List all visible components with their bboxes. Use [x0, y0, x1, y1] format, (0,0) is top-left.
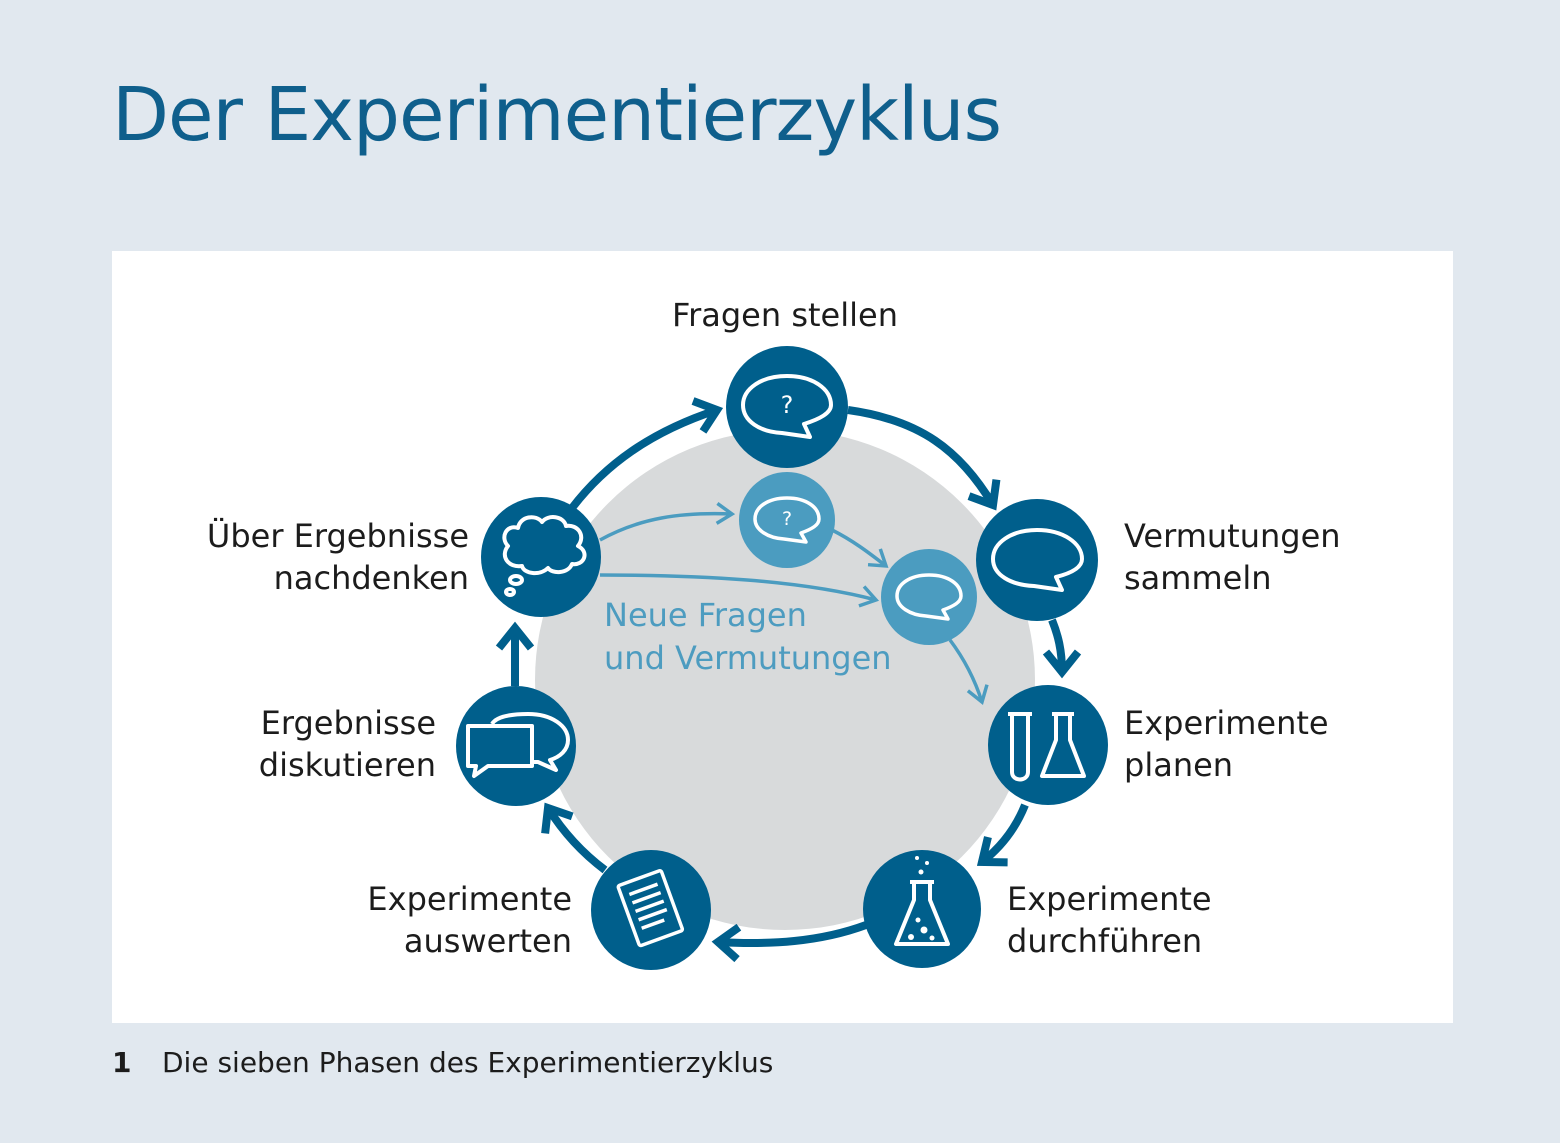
- phase-label-ergebnisse-diskutieren: Ergebnisse diskutieren: [259, 702, 436, 786]
- question-speech-bubble-icon: ?: [741, 374, 833, 439]
- arrow-5-to-6: [541, 802, 608, 874]
- inner-cycle-line1: Neue Fragen: [604, 596, 807, 634]
- phase-label-experimente-durchfuehren: Experimente durchführen: [1007, 878, 1212, 962]
- figure-caption: 1 Die sieben Phasen des Experimentierzykl…: [112, 1046, 773, 1079]
- inner-cycle-label: Neue Fragen und Vermutungen: [604, 594, 892, 680]
- phase-circle-vermutungen-sammeln: [976, 499, 1098, 621]
- phase-label-line1: Experimente: [1007, 880, 1212, 918]
- inner-arrow-assumption-to-plan: [948, 638, 989, 706]
- cycle-arrows: [495, 397, 1082, 963]
- inner-arrow-think-to-assumption: [599, 573, 880, 608]
- phase-label-line2: auswerten: [403, 922, 572, 960]
- phase-label-line2: nachdenken: [273, 559, 469, 597]
- phase-label-line2: diskutieren: [258, 746, 436, 784]
- inner-cycle-line2: und Vermutungen: [604, 639, 892, 677]
- phase-circle-ueber-ergebnisse-nachdenken: [481, 497, 601, 617]
- phase-circle-ergebnisse-diskutieren: [456, 686, 576, 806]
- phase-circle-experimente-durchfuehren: [863, 850, 981, 968]
- phase-label-vermutungen-sammeln: Vermutungen sammeln: [1124, 515, 1341, 599]
- phase-label-experimente-auswerten: Experimente auswerten: [367, 878, 572, 962]
- speech-bubble-icon: [991, 528, 1084, 592]
- two-speech-bubbles-icon: [466, 712, 570, 778]
- phase-circle-experimente-planen: [988, 685, 1108, 805]
- inner-arrow-question-to-assumption: [831, 528, 889, 568]
- arrow-2-to-3: [1042, 618, 1082, 679]
- phase-label-line1: Experimente: [367, 880, 572, 918]
- bubbling-flask-icon: [894, 856, 950, 946]
- arrow-3-to-4: [976, 803, 1029, 867]
- inner-circle-question: ?: [739, 472, 835, 568]
- phase-circle-fragen-stellen: ?: [726, 346, 848, 468]
- inner-circle-assumption: [881, 549, 977, 645]
- phase-circle-experimente-auswerten: [591, 850, 711, 970]
- arrow-7-to-1: [568, 397, 724, 511]
- figure-number: 1: [112, 1046, 132, 1079]
- phase-label-line1: Ergebnisse: [260, 704, 436, 742]
- inner-arrows: [599, 502, 989, 706]
- inner-arrow-think-to-question: [599, 502, 736, 542]
- test-tube-and-flask-icon: [1008, 712, 1086, 782]
- phase-label-fragen-stellen: Fragen stellen: [640, 294, 930, 336]
- phase-label-line1: Fragen stellen: [672, 296, 898, 334]
- phase-label-line1: Vermutungen: [1124, 517, 1341, 555]
- phase-label-line1: Experimente: [1124, 704, 1329, 742]
- arrow-1-to-2: [847, 406, 1001, 511]
- question-mark: ?: [781, 391, 794, 419]
- phase-label-line2: durchführen: [1007, 922, 1203, 960]
- question-mark: ?: [782, 508, 792, 530]
- phase-label-ueber-ergebnisse-nachdenken: Über Ergebnisse nachdenken: [207, 515, 469, 599]
- phase-label-line2: sammeln: [1124, 559, 1272, 597]
- arrow-4-to-5: [711, 921, 868, 963]
- page-title: Der Experimentierzyklus: [112, 72, 1002, 158]
- question-speech-bubble-icon: ?: [753, 496, 821, 544]
- document-icon: [616, 868, 685, 948]
- phase-label-line2: planen: [1124, 746, 1234, 784]
- phase-label-experimente-planen: Experimente planen: [1124, 702, 1329, 786]
- phase-label-line1: Über Ergebnisse: [206, 517, 469, 555]
- figure-caption-text: Die sieben Phasen des Experimentierzyklu…: [162, 1046, 774, 1079]
- thought-cloud-icon: [502, 515, 587, 597]
- speech-bubble-icon: [895, 573, 963, 621]
